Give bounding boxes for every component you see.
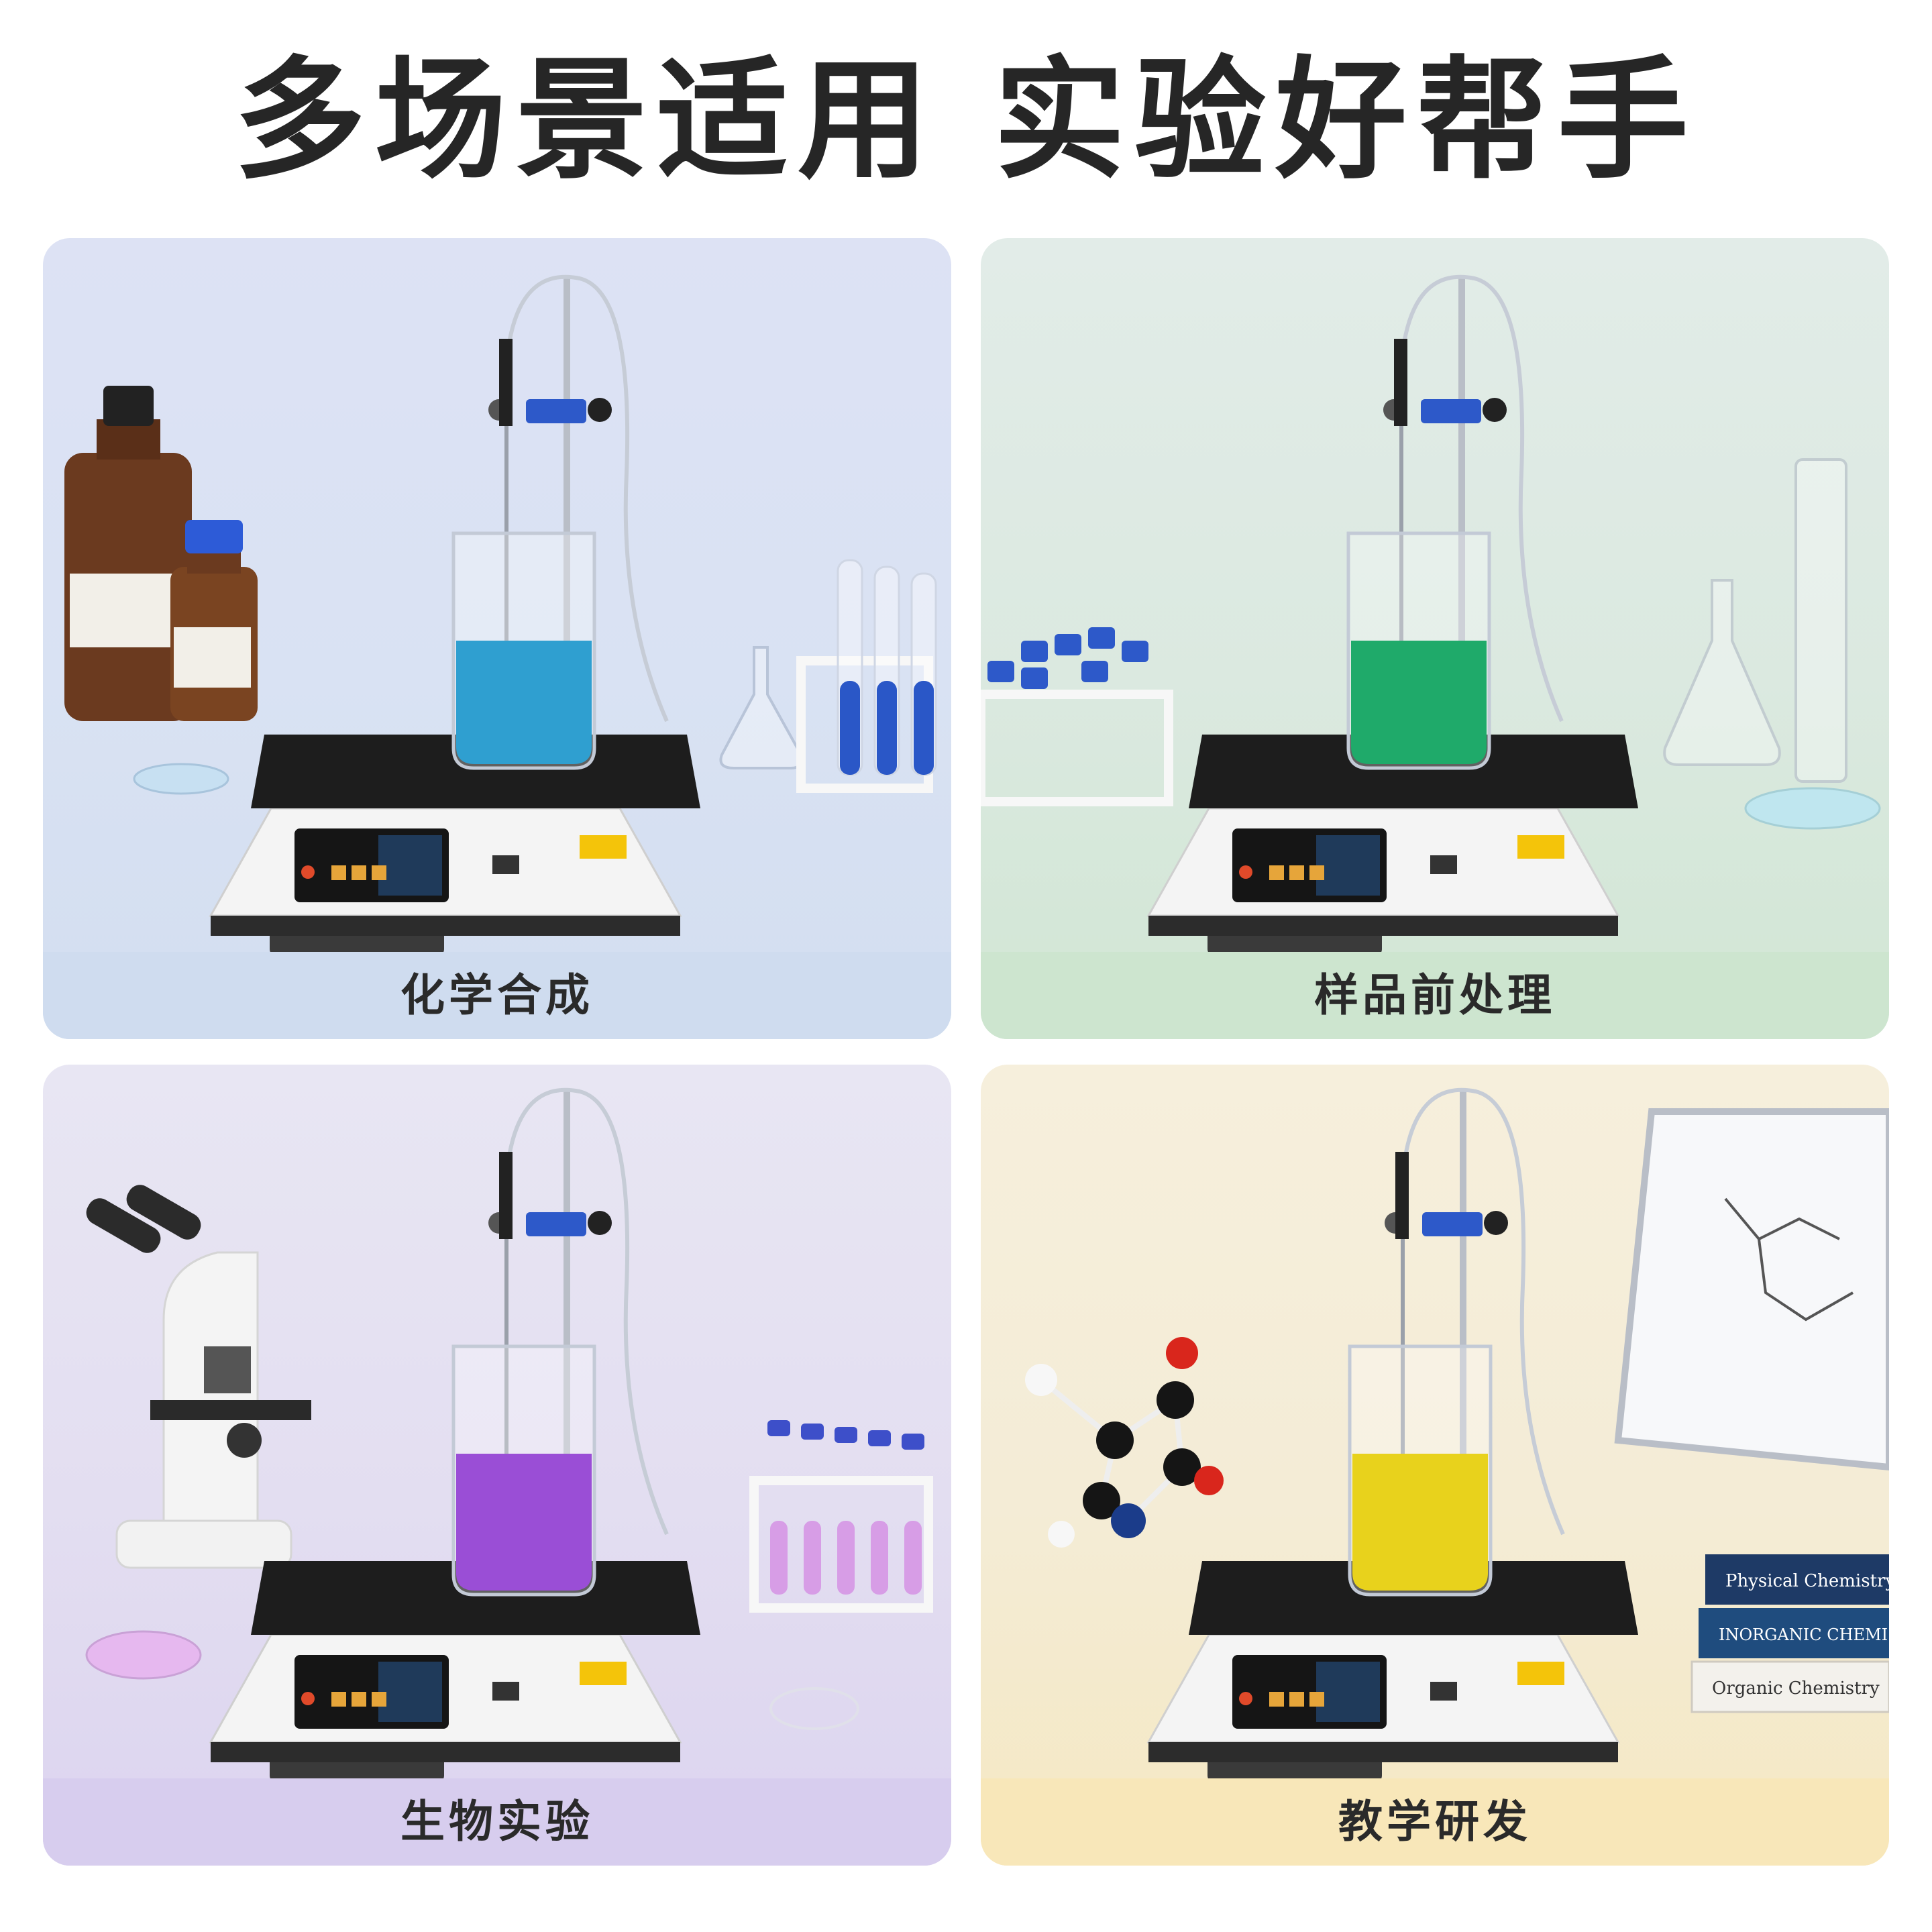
- petri-dish: [1744, 787, 1881, 830]
- graduated-cylinder: [1794, 458, 1847, 783]
- whiteboard: [1614, 1108, 1889, 1471]
- book-title-physical-chemistry: Physical Chemistry: [1725, 1571, 1889, 1591]
- probe-cable: [504, 1087, 669, 1536]
- rod-clamp: [1421, 399, 1481, 423]
- lab-scene-chemistry: [64, 274, 937, 956]
- petri-dish: [85, 1630, 202, 1680]
- magnetic-stirrer: [1146, 735, 1638, 956]
- scene-caption: 教学研发: [981, 1778, 1889, 1866]
- scene-caption: 生物实验: [43, 1778, 951, 1866]
- lab-scene-sample: [981, 274, 1881, 956]
- scene-caption: 化学合成: [43, 952, 951, 1039]
- scene-caption: 样品前处理: [981, 952, 1889, 1039]
- beaker-liquid: [456, 1454, 592, 1591]
- book-title-organic-chemistry: Organic Chemistry: [1712, 1678, 1880, 1699]
- rod-clamp: [526, 1212, 586, 1236]
- support-rod: [564, 1091, 570, 1561]
- reagent-bottle-small: [170, 520, 258, 721]
- scene-card-sample-pretreatment: 样品前处理: [981, 238, 1889, 1039]
- page-headline: 多场景适用 实验好帮手: [233, 44, 1699, 197]
- microscope: [86, 1185, 311, 1569]
- probe-cable: [504, 274, 669, 722]
- petri-dish: [133, 763, 229, 795]
- test-tube-rack: [796, 559, 937, 793]
- support-rod: [1458, 278, 1465, 741]
- support-rod: [1460, 1091, 1466, 1561]
- magnetic-stirrer: [209, 1561, 700, 1782]
- probe-cable: [1399, 274, 1564, 722]
- test-tube-rack: [981, 627, 1173, 806]
- petri-dish: [769, 1687, 859, 1730]
- scene-card-teaching: Physical Chemistry INORGANIC CHEMISTRY O…: [981, 1065, 1889, 1866]
- probe-cable: [1400, 1087, 1565, 1536]
- reagent-bottle-large: [64, 386, 192, 721]
- lab-scene-biology: [85, 1087, 933, 1782]
- beaker-liquid: [1352, 1454, 1488, 1591]
- magnetic-stirrer: [1146, 1561, 1638, 1782]
- erlenmeyer-flask: [719, 646, 803, 769]
- rod-clamp: [1422, 1212, 1483, 1236]
- lab-scene-teaching: Physical Chemistry INORGANIC CHEMISTRY O…: [1025, 1087, 1889, 1782]
- support-rod: [564, 278, 570, 741]
- temperature-probe: [504, 1239, 508, 1534]
- test-tube-rack: [749, 1420, 933, 1613]
- magnetic-stirrer: [209, 735, 700, 956]
- rod-clamp: [526, 399, 586, 423]
- scene-card-chemical-synthesis: 化学合成: [43, 238, 951, 1039]
- temperature-probe: [1401, 1239, 1405, 1534]
- book-title-inorganic-chemistry: INORGANIC CHEMISTRY: [1719, 1625, 1889, 1644]
- molecular-model: [1025, 1337, 1224, 1548]
- beaker-liquid: [1351, 641, 1487, 764]
- book-stack: Physical Chemistry INORGANIC CHEMISTRY O…: [1690, 1554, 1889, 1713]
- temperature-probe: [1399, 426, 1403, 708]
- scene-card-biology: 生物实验: [43, 1065, 951, 1866]
- beaker-liquid: [456, 641, 592, 764]
- temperature-probe: [504, 426, 508, 708]
- erlenmeyer-flask: [1663, 579, 1781, 766]
